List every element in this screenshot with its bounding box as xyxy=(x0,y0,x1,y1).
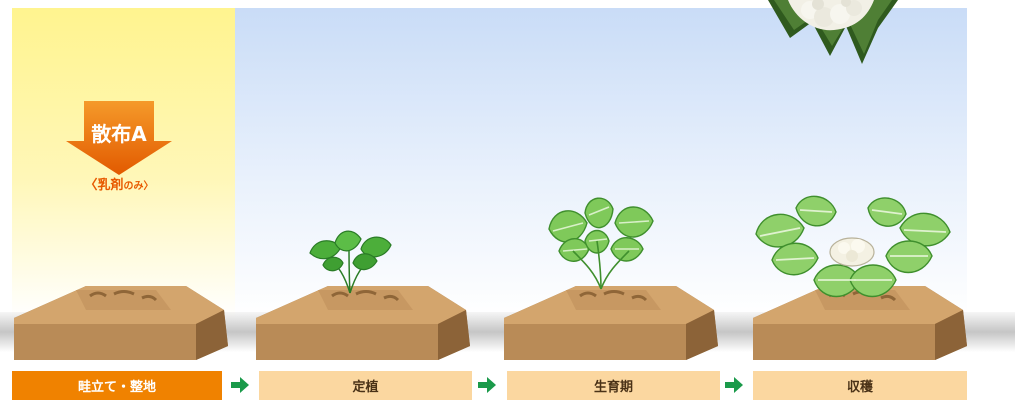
spray-note-main: 〈乳剤 xyxy=(84,178,124,193)
seedling-plant xyxy=(305,225,395,295)
spray-note-sub: のみ〉 xyxy=(123,181,154,192)
spray-label: 散布A xyxy=(91,122,147,146)
stage-label-planting: 定植 xyxy=(259,371,472,400)
mature-cauliflower-plant xyxy=(752,194,952,309)
stage-label-ridging: 畦立て・整地 xyxy=(12,371,222,400)
flow-arrow-icon xyxy=(725,377,743,393)
flow-arrow-icon xyxy=(478,377,496,393)
stage-label-growth: 生育期 xyxy=(507,371,720,400)
soil-mound-2 xyxy=(248,268,478,362)
spray-arrow-icon xyxy=(64,101,174,181)
cauliflower-image xyxy=(760,0,900,66)
spray-note: 〈乳剤のみ〉 xyxy=(64,178,174,194)
soil-mound-1 xyxy=(6,268,236,362)
stage-label-harvest: 収穫 xyxy=(753,371,967,400)
soil-mound-3 xyxy=(496,268,726,362)
flow-arrow-icon xyxy=(231,377,249,393)
growing-plant xyxy=(545,193,660,291)
